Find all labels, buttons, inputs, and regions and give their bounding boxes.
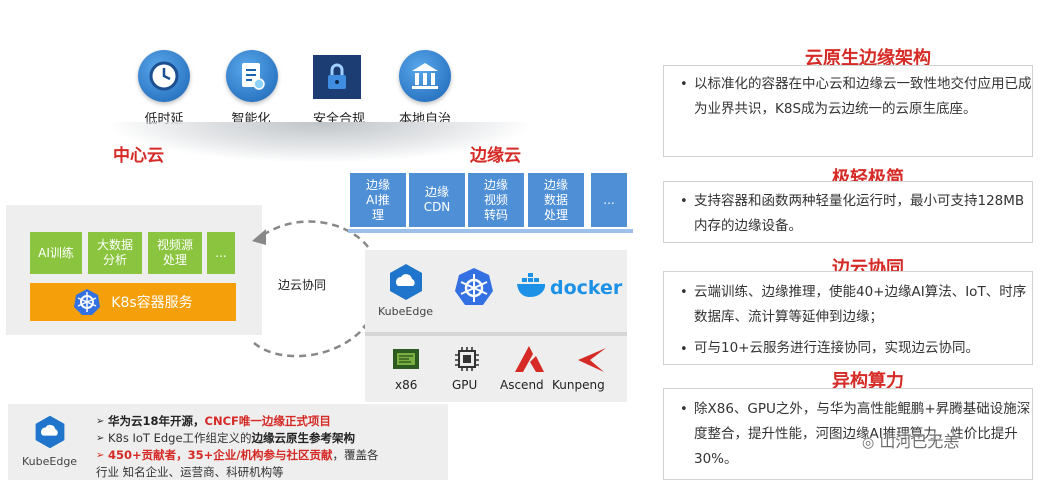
center-service-more: ... xyxy=(207,232,235,274)
edge-service-cdn: 边缘 CDN xyxy=(409,173,465,227)
section-text-heterogeneous: 除X86、GPU之外，与华为高性能鲲鹏+昇腾基础设施深度整合，提升性能，河图边缘… xyxy=(694,401,1031,467)
edge-service-data: 边缘 数据 处理 xyxy=(528,173,584,227)
document-feature-icon xyxy=(226,50,278,102)
bullet-dot: • xyxy=(680,342,688,357)
kubernetes-wheel-icon xyxy=(74,289,101,315)
clock-feature-icon xyxy=(138,50,190,102)
info-line-4: 行业 知名企业、运营商、科研机构等 xyxy=(96,465,284,479)
spotlight-divider xyxy=(110,122,530,162)
bullet-arrow-icon: ➢ xyxy=(96,433,105,444)
hw-label-x86: x86 xyxy=(395,378,418,392)
bank-icon xyxy=(412,63,438,89)
section-box-lightweight xyxy=(663,181,1033,243)
center-service-video: 视频源 处理 xyxy=(148,232,202,274)
kubeedge-info-logo-text: KubeEdge xyxy=(22,455,78,468)
docker-whale-icon xyxy=(517,273,546,297)
docker-logo-text: docker xyxy=(550,277,623,299)
center-service-ai-training: AI训练 xyxy=(30,232,82,274)
kubernetes-logo-icon xyxy=(455,268,493,305)
kubeedge-logo-small-icon xyxy=(35,415,65,449)
wechat-icon: ◎ xyxy=(862,435,875,451)
bullet-dot: • xyxy=(680,194,688,209)
edge-service-video-transcode: 边缘 视频 转码 xyxy=(468,173,524,227)
kubeedge-info-panel xyxy=(8,404,448,480)
edge-service-more: ... xyxy=(591,173,627,227)
section-title-heterogeneous: 异构算力 xyxy=(832,371,904,392)
x86-chip-icon xyxy=(393,349,419,369)
section-box-native-edge xyxy=(663,65,1033,157)
center-service-bigdata: 大数据 分析 xyxy=(88,232,142,274)
section-box-heterogeneous xyxy=(663,388,1033,480)
k8s-service-bar: K8s容器服务 xyxy=(30,283,236,321)
gpu-chip-icon xyxy=(455,347,479,371)
kunpeng-logo-icon xyxy=(578,348,606,372)
kubeedge-logo-icon xyxy=(390,264,422,300)
section-title-native-edge: 云原生边缘架构 xyxy=(805,48,931,69)
bullet-dot: • xyxy=(680,285,688,300)
watermark-text: 山河已无恙 xyxy=(879,432,960,451)
bullet-arrow-icon: ➢ xyxy=(96,416,105,427)
hw-label-gpu: GPU xyxy=(452,378,478,392)
bullet-arrow-icon: ➢ xyxy=(96,450,105,461)
clock-icon xyxy=(149,61,179,91)
hw-label-kunpeng: Kunpeng xyxy=(552,378,605,392)
bullet-dot: • xyxy=(680,402,688,417)
bank-feature-icon xyxy=(399,50,451,102)
edge-cloud-title: 边缘云 xyxy=(470,146,521,166)
section-text-sync-2: 可与10+云服务进行连接协同，实现边云协同。 xyxy=(694,340,979,356)
kubeedge-logo-text: KubeEdge xyxy=(378,305,434,318)
info-line-2: K8s IoT Edge工作组定义的边缘云原生参考架构 xyxy=(108,431,356,445)
section-text-native-edge: 以标准化的容器在中心云和边缘云一致性地交付应用已成为业界共识，K8S成为云边统一… xyxy=(694,76,1032,117)
k8s-service-label: K8s容器服务 xyxy=(111,295,193,311)
document-icon xyxy=(242,63,265,90)
section-text-sync-1: 云端训练、边缘推理，使能40+边缘AI算法、IoT、时序数据库、流计算等延伸到边… xyxy=(694,284,1027,325)
edge-panel-divider xyxy=(365,332,627,336)
edge-service-ai-inference: 边缘 AI推 理 xyxy=(350,173,406,227)
padlock-icon xyxy=(313,55,361,99)
info-line-1: 华为云18年开源，CNCF唯一边缘正式项目 xyxy=(108,414,331,428)
edge-cloud-sync-label: 边云协同 xyxy=(278,278,327,292)
watermark: ◎ 山河已无恙 xyxy=(862,428,959,452)
section-box-edge-cloud-sync xyxy=(663,271,1033,365)
bullet-dot: • xyxy=(680,77,688,92)
edge-services-underline xyxy=(348,229,633,233)
section-text-lightweight: 支持容器和函数两种轻量化运行时，最小可支持128MB内存的边缘设备。 xyxy=(694,193,1025,234)
ascend-logo-icon xyxy=(515,346,544,372)
hw-label-ascend: Ascend xyxy=(500,378,544,392)
center-cloud-title: 中心云 xyxy=(113,146,164,166)
info-line-3: 450+贡献者，35+企业/机构参与社区贡献，覆盖各 xyxy=(108,448,379,462)
